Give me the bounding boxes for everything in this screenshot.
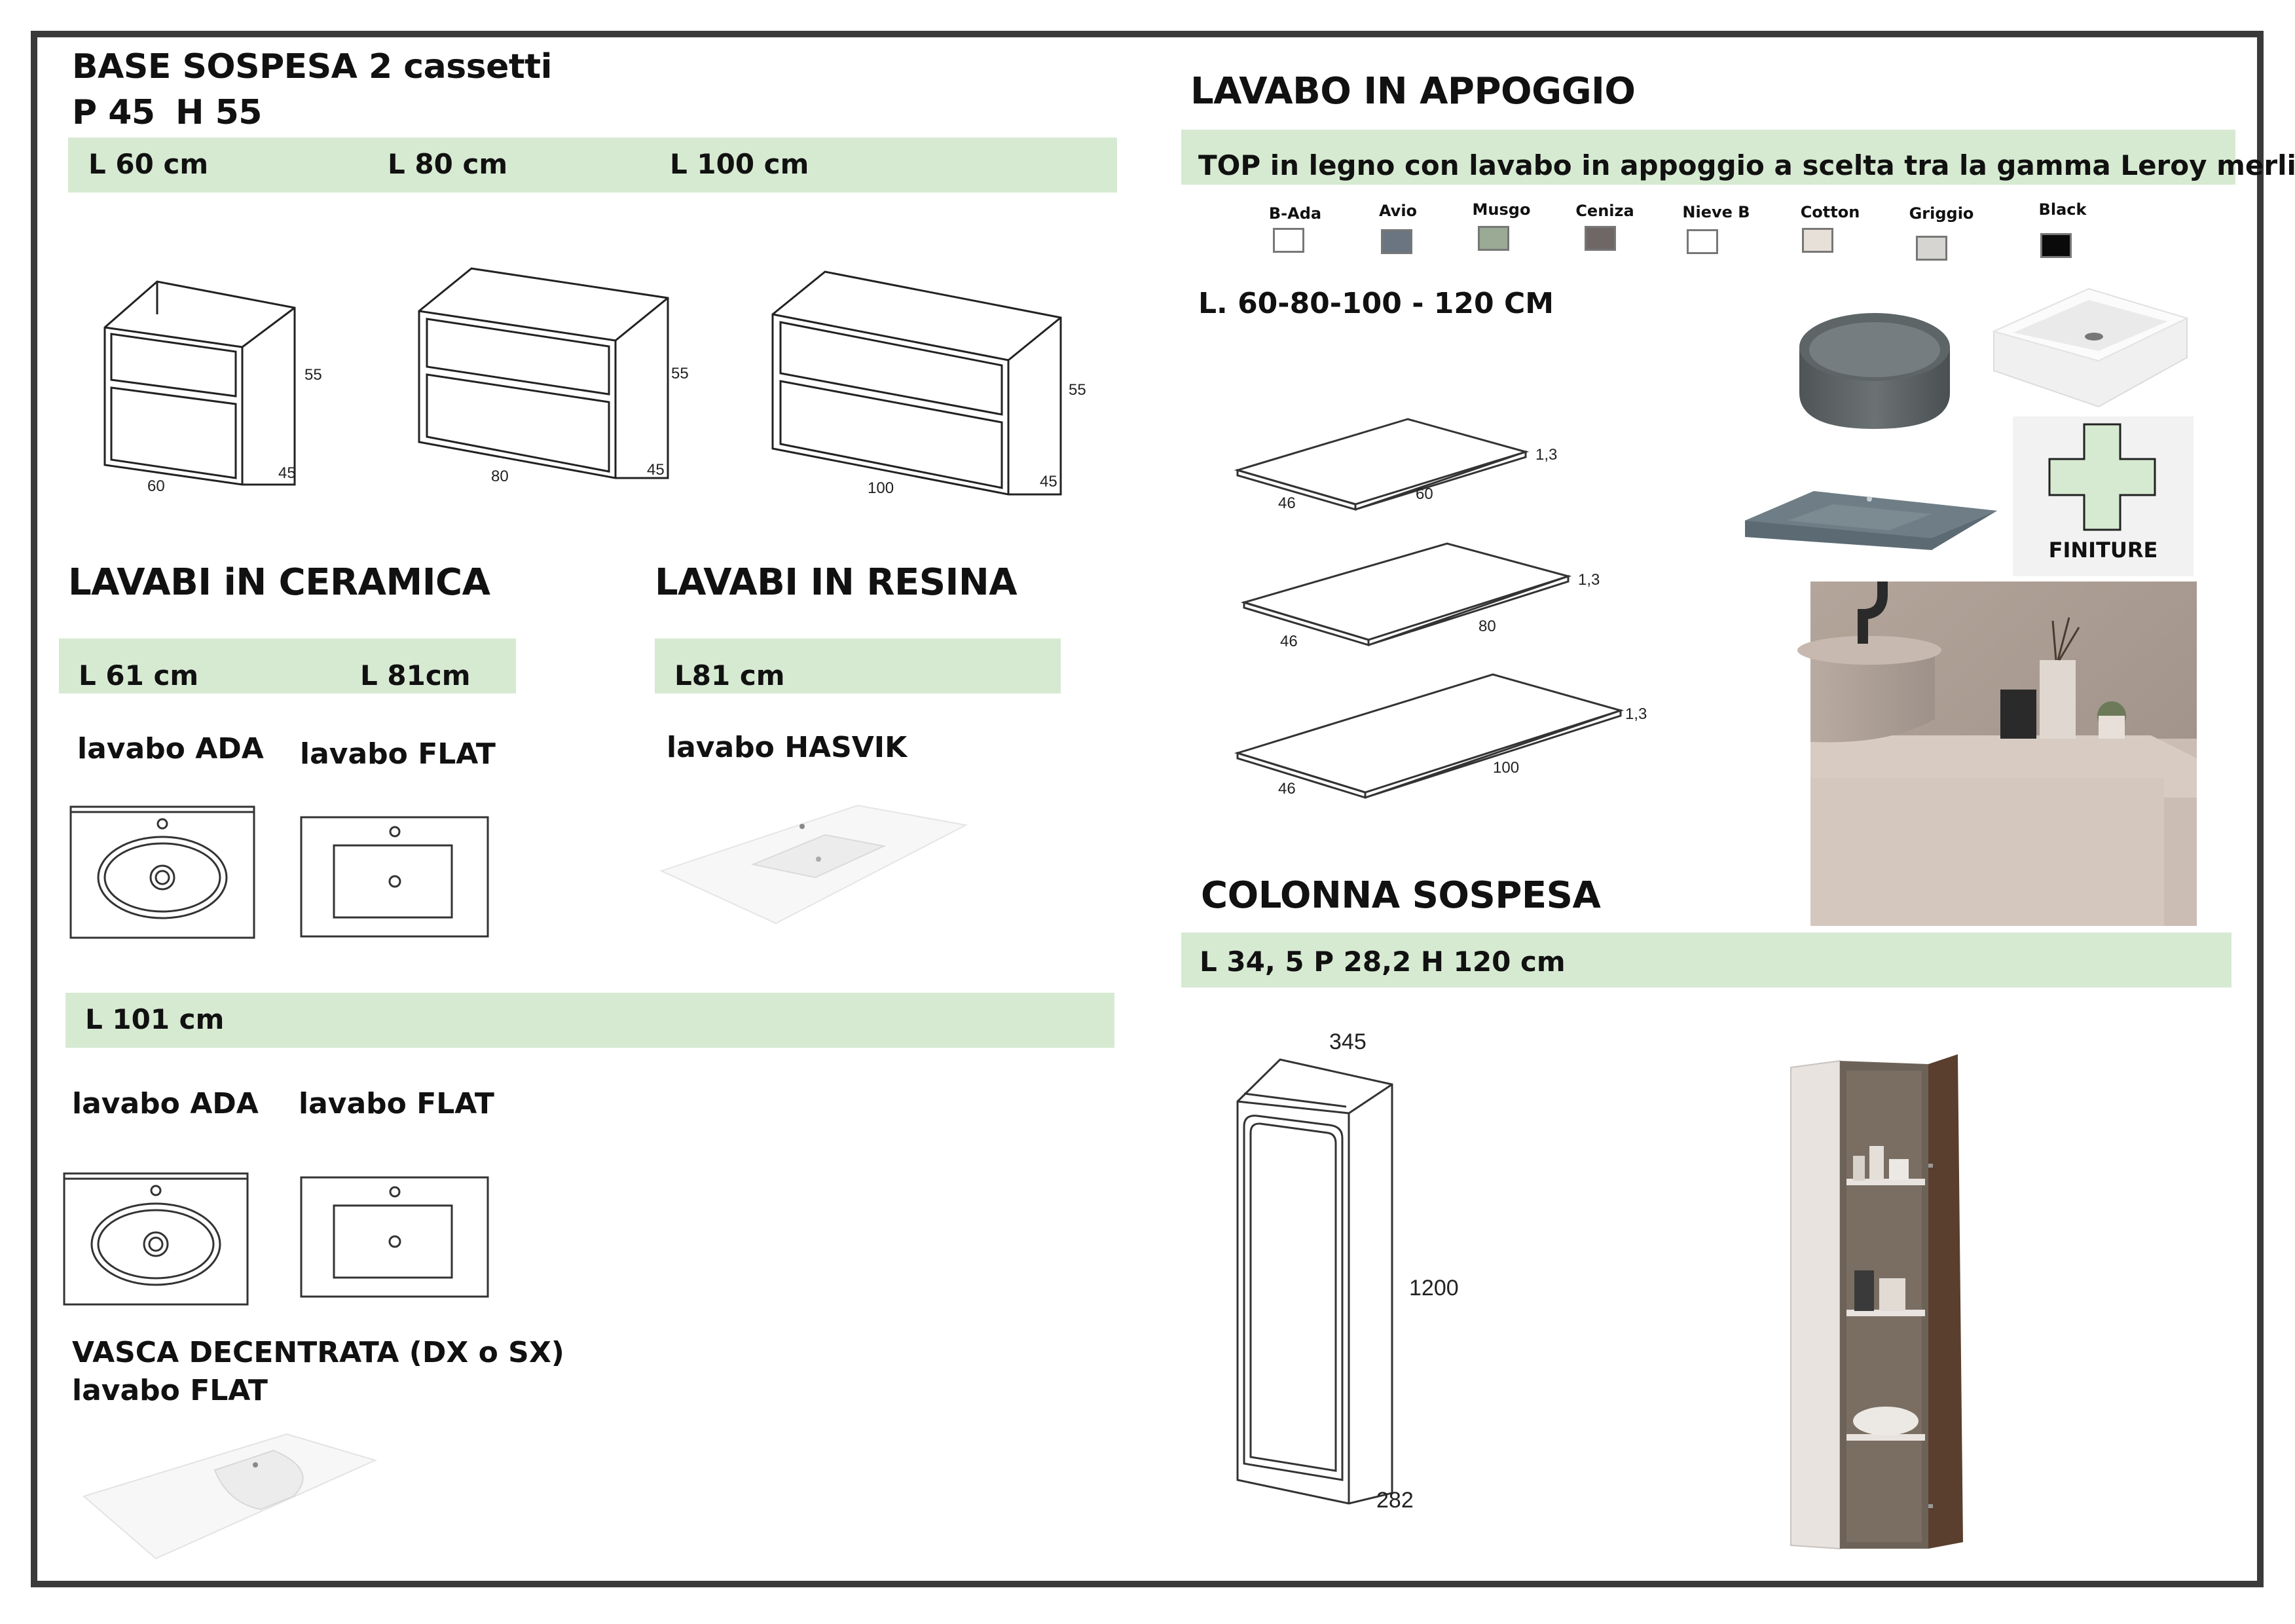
swatch-label-musgo: Musgo — [1472, 200, 1531, 219]
cabinet-60-width-label: 60 — [147, 477, 165, 495]
swatch-label-ceniza: Ceniza — [1575, 202, 1634, 220]
top-60-thickness: 1,3 — [1535, 446, 1557, 464]
swatch-label-black: Black — [2038, 200, 2087, 219]
top-60-depth: 46 — [1278, 494, 1296, 512]
colonna-height-label: 1200 — [1409, 1276, 1459, 1301]
top-80-thickness: 1,3 — [1578, 571, 1600, 589]
ceramica-ada-drawing — [69, 805, 255, 939]
top-60-width: 60 — [1416, 485, 1433, 503]
appoggio-sizes: L. 60-80-100 - 120 CM — [1198, 287, 1554, 320]
page-frame — [31, 31, 2264, 1587]
ceramica-title: LAVABI iN CERAMICA — [68, 561, 490, 604]
cabinet-60-depth-label: 45 — [278, 464, 296, 482]
cabinet-80-height-label: 55 — [671, 365, 689, 382]
colonna-depth-label: 282 — [1376, 1488, 1414, 1513]
top-60-drawing: 46 60 1,3 — [1234, 418, 1557, 512]
l101-sink-ada-label: lavabo ADA — [72, 1087, 259, 1120]
base-depth: P 45 — [72, 93, 155, 132]
ceramica-width-81: L 81cm — [360, 659, 471, 692]
cabinet-100-drawing: 55 100 45 — [771, 270, 1086, 497]
top-80-drawing: 46 80 1,3 — [1240, 542, 1600, 650]
base-width-60: L 60 cm — [88, 148, 209, 180]
cabinet-80-width-label: 80 — [491, 468, 509, 485]
swatch-label-avio: Avio — [1378, 202, 1418, 220]
l101-ada-drawing — [63, 1172, 249, 1306]
resina-hasvik-image — [659, 804, 968, 925]
base-width-80: L 80 cm — [388, 148, 508, 180]
colonna-photo — [1790, 1054, 1963, 1550]
appoggio-band-text: TOP in legno con lavabo in appoggio a sc… — [1198, 149, 2295, 181]
swatch-nieve-b[interactable] — [1687, 229, 1718, 254]
plus-icon[interactable] — [2048, 423, 2157, 532]
gray-basin-image — [1745, 491, 1997, 550]
cabinet-100-depth-label: 45 — [1040, 473, 1057, 490]
rectangular-bowl-image — [1992, 287, 2189, 408]
swatch-cotton[interactable] — [1802, 228, 1833, 253]
colonna-band — [1181, 932, 2231, 987]
l101-flat-drawing — [300, 1176, 489, 1298]
appoggio-band — [1181, 130, 2235, 185]
swatch-b-ada[interactable] — [1273, 228, 1304, 253]
ceramica-band — [59, 638, 516, 693]
base-width-100: L 100 cm — [670, 148, 809, 180]
colonna-width-label: 345 — [1329, 1029, 1367, 1054]
ceramica-width-61: L 61 cm — [79, 659, 199, 692]
l101-sink-flat-label: lavabo FLAT — [299, 1087, 494, 1120]
swatch-black[interactable] — [2040, 233, 2072, 258]
cabinet-100-height-label: 55 — [1069, 381, 1086, 399]
colonna-drawing: 345 1200 282 — [1236, 1029, 1459, 1513]
base-height: H 55 — [175, 93, 263, 132]
colonna-title: COLONNA SOSPESA — [1201, 874, 1601, 917]
l101-width: L 101 cm — [85, 1003, 225, 1035]
cabinet-80-depth-label: 45 — [647, 461, 665, 479]
top-80-depth: 46 — [1280, 633, 1298, 650]
swatch-musgo[interactable] — [1478, 226, 1509, 251]
top-100-depth: 46 — [1278, 780, 1296, 798]
swatch-ceniza[interactable] — [1585, 226, 1616, 251]
cabinet-80-drawing: 55 80 45 — [418, 267, 689, 485]
ceramica-sink-flat-label: lavabo FLAT — [300, 737, 496, 771]
vasca-decentrata-label: VASCA DECENTRATA (DX o SX) — [72, 1336, 564, 1369]
cabinet-100-width-label: 100 — [868, 479, 894, 497]
cabinet-60-drawing: 55 60 45 — [103, 280, 322, 495]
vasca-flat-label: lavabo FLAT — [72, 1374, 268, 1407]
appoggio-title: LAVABO IN APPOGGIO — [1190, 70, 1636, 113]
round-bowl-image — [1799, 313, 1950, 429]
base-widths-band — [68, 138, 1117, 193]
swatch-label-nieve-b: Nieve B — [1682, 203, 1750, 221]
resina-band — [655, 638, 1061, 693]
ceramica-flat-drawing — [300, 816, 489, 938]
vasca-decentrata-image — [82, 1433, 377, 1560]
top-100-thickness: 1,3 — [1625, 705, 1647, 723]
swatch-avio[interactable] — [1381, 229, 1412, 254]
colonna-dimensions: L 34, 5 P 28,2 H 120 cm — [1200, 946, 1566, 978]
cabinet-60-height-label: 55 — [304, 366, 322, 384]
top-80-width: 80 — [1478, 618, 1496, 635]
top-100-width: 100 — [1493, 759, 1519, 777]
top-100-drawing: 46 100 1,3 — [1234, 673, 1647, 800]
resina-sink-hasvik-label: lavabo HASVIK — [667, 731, 908, 764]
resina-width-81: L81 cm — [674, 659, 785, 692]
base-title: BASE SOSPESA 2 cassetti — [72, 47, 552, 86]
swatch-label-b-ada: B-Ada — [1268, 204, 1322, 223]
swatch-label-cotton: Cotton — [1800, 203, 1860, 221]
l101-band — [65, 993, 1114, 1048]
vanity-photo — [1797, 581, 2197, 926]
swatch-label-griggio: Griggio — [1909, 204, 1974, 223]
ceramica-sink-ada-label: lavabo ADA — [77, 732, 264, 766]
swatch-griggio[interactable] — [1916, 236, 1947, 261]
finiture-label: FINITURE — [2048, 538, 2158, 563]
resina-title: LAVABI IN RESINA — [655, 561, 1018, 604]
